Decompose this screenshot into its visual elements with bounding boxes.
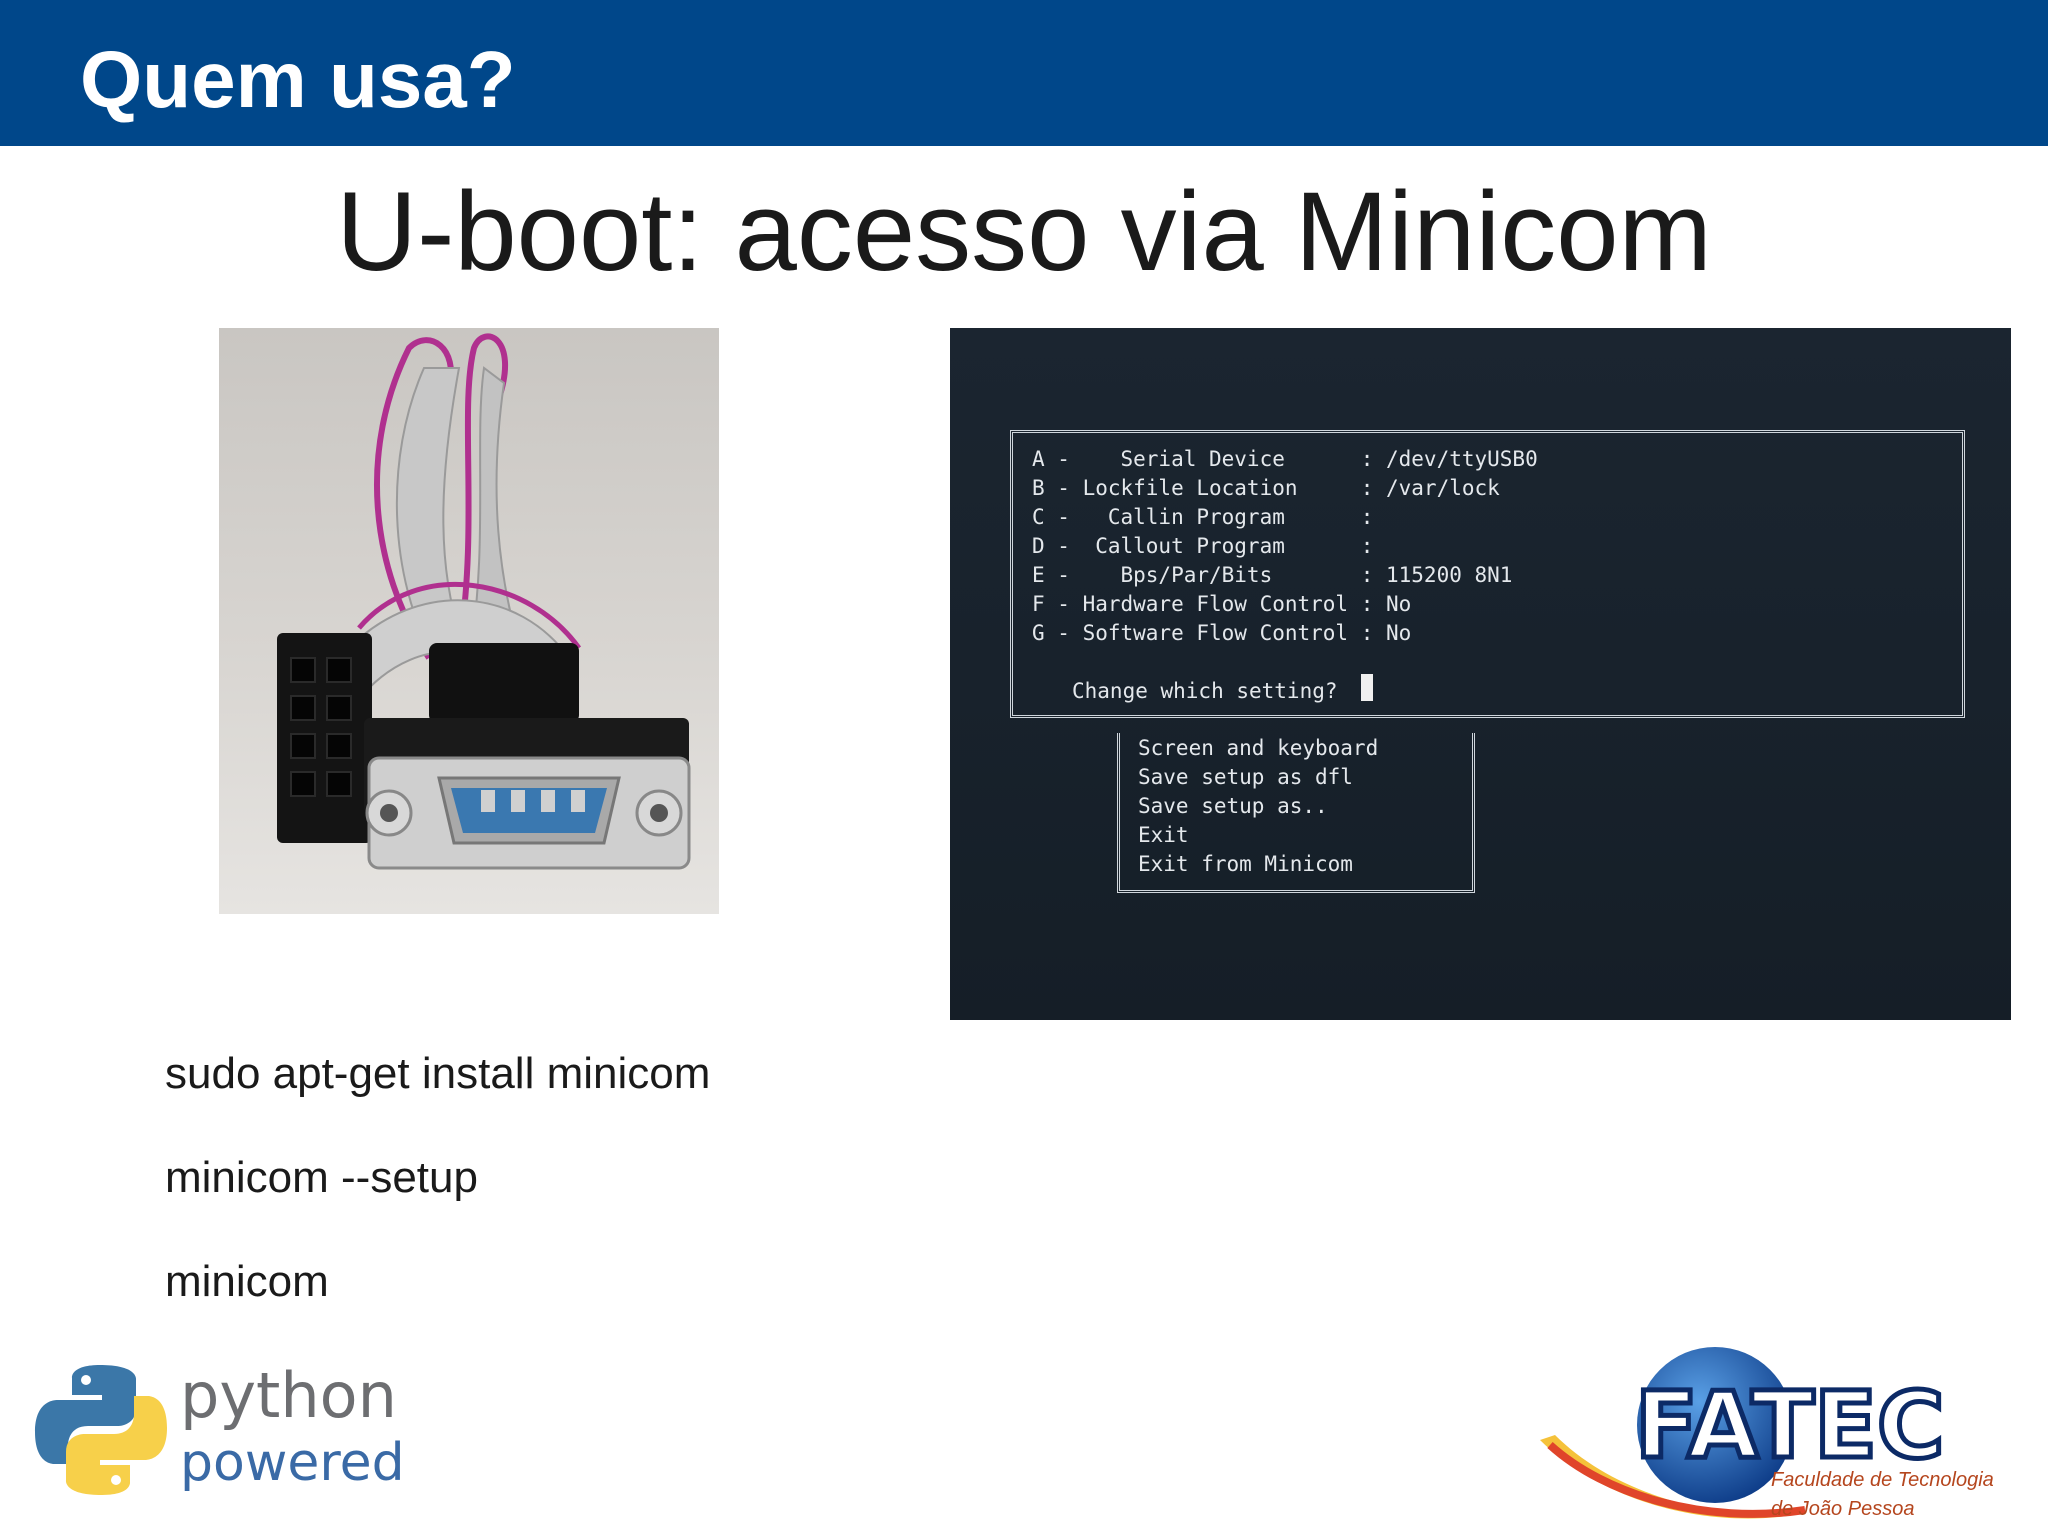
header-bar <box>0 0 2048 146</box>
menu-item-screen[interactable]: Screen and keyboard <box>1138 736 1379 760</box>
fatec-subtitle-2: de João Pessoa <box>1771 1498 1915 1520</box>
command-install: sudo apt-get install minicom <box>165 1049 711 1098</box>
slide-title: U-boot: acesso via Minicom <box>336 169 1712 294</box>
menu-item-exit-minicom[interactable]: Exit from Minicom <box>1138 852 1353 876</box>
serial-cable-photo <box>219 328 719 914</box>
fatec-name: FATEC <box>1635 1372 1944 1479</box>
fatec-logo-icon: FATEC <box>1540 1347 1947 1519</box>
setting-b: B - Lockfile Location : /var/lock <box>1032 476 1500 500</box>
setting-c: C - Callin Program : <box>1032 505 1374 529</box>
command-run: minicom <box>165 1257 329 1306</box>
setting-g: G - Software Flow Control : No <box>1032 621 1412 645</box>
setting-f: F - Hardware Flow Control : No <box>1032 592 1412 616</box>
menu-item-save-as[interactable]: Save setup as.. <box>1138 794 1328 818</box>
fatec-subtitle-1: Faculdade de Tecnologia <box>1771 1469 1994 1491</box>
menu-item-exit[interactable]: Exit <box>1138 823 1189 847</box>
command-setup: minicom --setup <box>165 1153 478 1202</box>
python-logo-powered: powered <box>180 1433 405 1493</box>
setting-e: E - Bps/Par/Bits : 115200 8N1 <box>1032 563 1513 587</box>
python-logo-icon <box>35 1365 167 1495</box>
minicom-terminal: A - Serial Device : /dev/ttyUSB0 B - Loc… <box>950 328 2011 1020</box>
config-menu <box>1117 733 1475 893</box>
menu-item-save-dfl[interactable]: Save setup as dfl <box>1138 765 1353 789</box>
prompt-text: Change which setting? <box>1072 679 1338 703</box>
header-title: Quem usa? <box>80 35 516 124</box>
python-logo-word: python <box>180 1359 397 1432</box>
setting-d: D - Callout Program : <box>1032 534 1374 558</box>
settings-panel <box>1010 430 1965 718</box>
setting-a: A - Serial Device : /dev/ttyUSB0 <box>1032 447 1538 471</box>
text-cursor <box>1361 674 1373 701</box>
